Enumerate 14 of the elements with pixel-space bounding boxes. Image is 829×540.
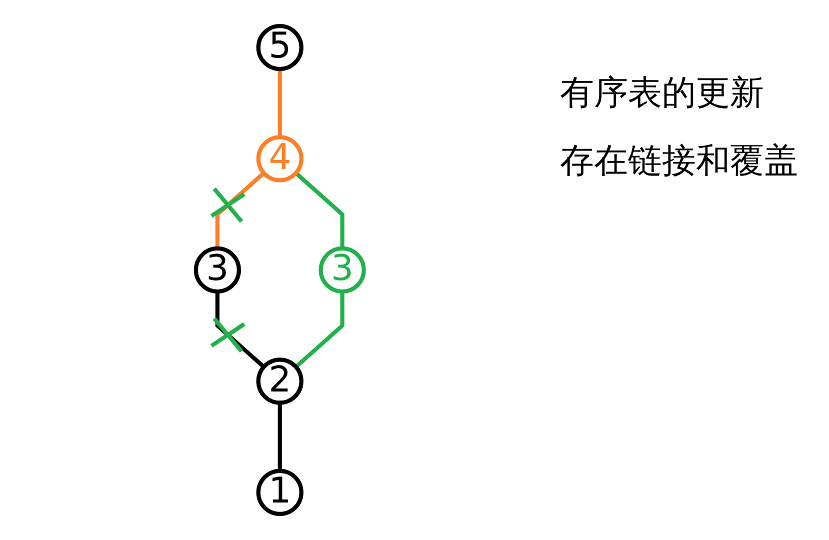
connector [294, 292, 344, 368]
node-circle: 3 [194, 246, 242, 294]
node-circle: 5 [256, 24, 304, 72]
node-circle: 1 [256, 468, 304, 516]
connector [216, 292, 266, 368]
node-circle: 3 [318, 246, 366, 294]
connector [278, 69, 282, 138]
note-text: 有序表的更新 [560, 72, 765, 115]
note-text: 存在链接和覆盖 [560, 140, 798, 183]
connector [294, 172, 344, 248]
node-circle: 2 [256, 358, 304, 405]
connector [278, 402, 282, 471]
node-circle: 4 [256, 135, 304, 182]
connector [216, 172, 266, 248]
